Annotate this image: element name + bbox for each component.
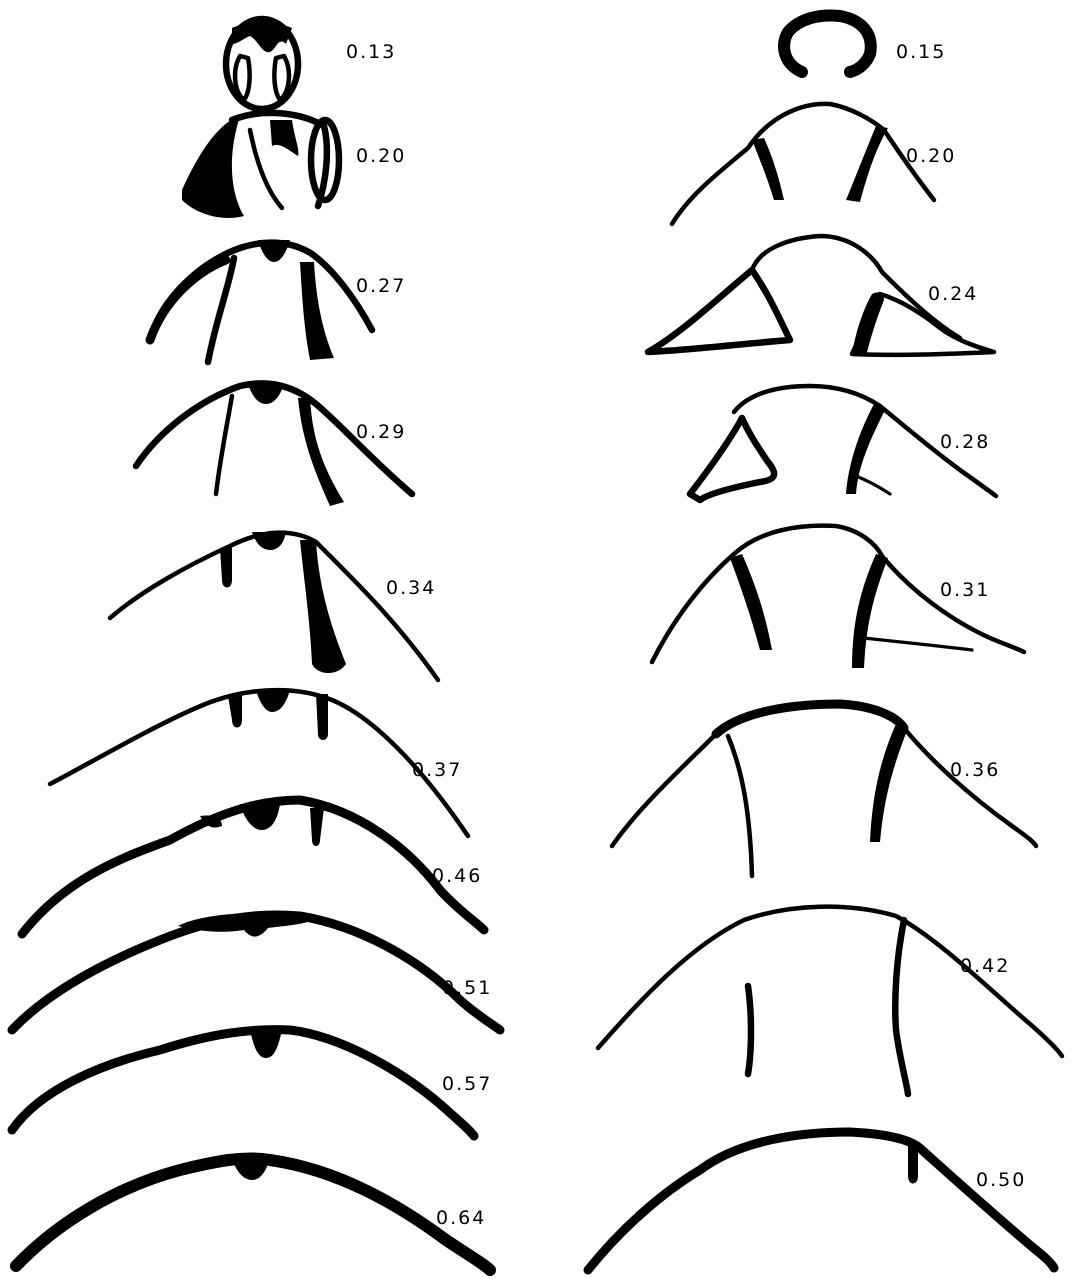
right-label-2: 0.20: [906, 145, 956, 167]
left-outline-5: [110, 532, 438, 680]
right-label-5: 0.31: [940, 579, 990, 601]
left-outline-8: [12, 913, 500, 1030]
right-label-6: 0.36: [950, 759, 1000, 781]
right-outline-2: [672, 104, 934, 224]
left-outline-1: [226, 19, 298, 109]
left-label-1: 0.13: [346, 41, 396, 63]
left-label-2: 0.20: [356, 145, 406, 167]
left-label-5: 0.34: [386, 577, 436, 599]
left-label-7: 0.46: [432, 865, 482, 887]
right-outline-1: [784, 16, 871, 72]
left-outline-4: [136, 383, 412, 506]
right-label-1: 0.15: [896, 41, 946, 63]
right-outline-6: [612, 704, 1036, 876]
left-label-3: 0.27: [356, 275, 406, 297]
left-outline-3: [150, 240, 372, 362]
left-label-8: 0.51: [442, 977, 492, 999]
right-outline-7: [598, 907, 1062, 1094]
right-label-3: 0.24: [928, 283, 978, 305]
right-label-8: 0.50: [976, 1169, 1026, 1191]
left-outline-9: [12, 1030, 474, 1136]
left-label-9: 0.57: [442, 1073, 492, 1095]
left-label-6: 0.37: [412, 759, 462, 781]
right-label-4: 0.28: [940, 431, 990, 453]
left-outline-2: [182, 113, 339, 218]
right-label-7: 0.42: [960, 955, 1010, 977]
left-outline-10: [16, 1158, 490, 1270]
left-label-4: 0.29: [356, 421, 406, 443]
left-label-10: 0.64: [436, 1207, 486, 1229]
right-outline-8: [588, 1132, 1054, 1270]
